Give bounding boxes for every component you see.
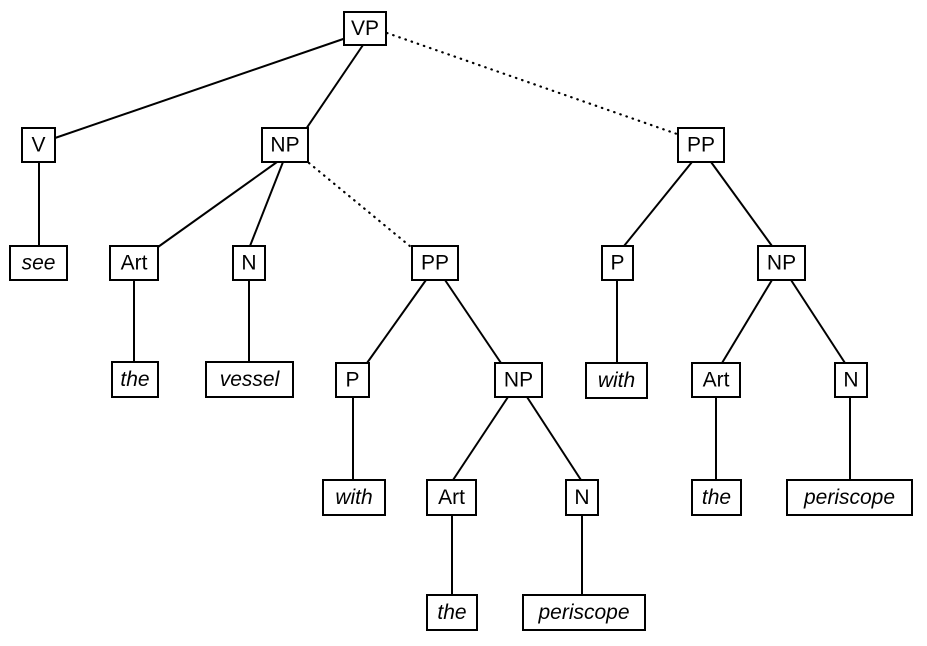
node-box-vp	[343, 11, 387, 46]
node-box-vessel	[205, 361, 294, 398]
node-label-the_m: the	[437, 601, 466, 624]
node-box-pp_right	[677, 127, 725, 163]
node-label-the_r: the	[702, 486, 731, 509]
category-node-np_right[interactable]: NP	[757, 245, 806, 281]
tree-edge-pp_mid-to-np_mid	[444, 279, 502, 364]
node-label-see: see	[22, 252, 56, 275]
node-box-pp_mid	[411, 245, 459, 281]
leaf-node-see[interactable]: see	[9, 245, 68, 281]
node-box-p_mid	[335, 362, 370, 398]
node-label-with_r: with	[598, 369, 635, 392]
tree-edge-vp-to-v	[54, 36, 350, 139]
leaf-node-periscope_m[interactable]: periscope	[522, 594, 646, 631]
node-box-with_r	[585, 362, 648, 399]
edge-layer	[38, 31, 851, 595]
node-label-np_mid: NP	[504, 369, 533, 392]
node-label-n_r: N	[843, 369, 858, 392]
node-label-n1: N	[241, 252, 256, 275]
node-box-np1	[261, 127, 309, 163]
node-label-np_right: NP	[767, 252, 796, 275]
node-box-periscope_r	[786, 479, 913, 516]
tree-edge-vp-to-pp_right	[385, 31, 679, 136]
node-box-v	[21, 127, 56, 163]
category-node-art_r[interactable]: Art	[691, 362, 741, 398]
node-box-the_r	[691, 479, 742, 516]
node-box-art_r	[691, 362, 741, 398]
node-label-with_m: with	[335, 486, 372, 509]
category-node-p_right[interactable]: P	[601, 245, 634, 281]
tree-edge-np1-to-n1	[249, 161, 284, 247]
node-label-art_m: Art	[438, 486, 465, 509]
node-label-the1: the	[120, 368, 149, 391]
tree-edge-np_right-to-art_r	[721, 279, 773, 364]
node-label-v: V	[31, 134, 45, 157]
node-box-n_m	[565, 479, 599, 516]
node-box-art_m	[426, 479, 477, 516]
category-node-art_m[interactable]: Art	[426, 479, 477, 516]
leaf-node-the_r[interactable]: the	[691, 479, 742, 516]
category-node-vp[interactable]: VP	[343, 11, 387, 46]
leaf-node-with_r[interactable]: with	[585, 362, 648, 399]
leaf-node-the_m[interactable]: the	[426, 594, 478, 631]
node-label-periscope_r: periscope	[803, 486, 895, 509]
leaf-node-periscope_r[interactable]: periscope	[786, 479, 913, 516]
node-label-p_mid: P	[345, 369, 359, 392]
node-box-with_m	[322, 479, 386, 516]
node-box-n1	[232, 245, 266, 281]
node-box-np_mid	[494, 362, 543, 398]
node-box-p_right	[601, 245, 634, 281]
tree-edge-np_mid-to-n_m	[526, 396, 582, 481]
node-label-pp_mid: PP	[421, 252, 449, 275]
node-label-pp_right: PP	[687, 134, 715, 157]
category-node-n_m[interactable]: N	[565, 479, 599, 516]
node-box-np_right	[757, 245, 806, 281]
tree-edge-np_mid-to-art_m	[452, 396, 509, 481]
category-node-np1[interactable]: NP	[261, 127, 309, 163]
leaf-node-vessel[interactable]: vessel	[205, 361, 294, 398]
category-node-n_r[interactable]: N	[834, 362, 868, 398]
category-node-v[interactable]: V	[21, 127, 56, 163]
category-node-pp_right[interactable]: PP	[677, 127, 725, 163]
node-box-see	[9, 245, 68, 281]
category-node-pp_mid[interactable]: PP	[411, 245, 459, 281]
category-node-np_mid[interactable]: NP	[494, 362, 543, 398]
tree-edge-np_right-to-n_r	[790, 279, 846, 364]
node-box-n_r	[834, 362, 868, 398]
leaf-node-with_m[interactable]: with	[322, 479, 386, 516]
category-node-art1[interactable]: Art	[109, 245, 159, 281]
leaf-node-the1[interactable]: the	[111, 361, 159, 398]
category-node-p_mid[interactable]: P	[335, 362, 370, 398]
tree-edge-np1-to-art1	[157, 161, 278, 248]
node-label-vp: VP	[351, 17, 379, 40]
node-label-art1: Art	[121, 252, 148, 275]
node-label-n_m: N	[574, 486, 589, 509]
node-box-art1	[109, 245, 159, 281]
tree-edge-pp_mid-to-p_mid	[366, 279, 427, 364]
tree-edge-pp_right-to-np_right	[710, 161, 773, 247]
node-label-periscope_m: periscope	[537, 601, 629, 624]
node-label-p_right: P	[610, 252, 624, 275]
node-box-periscope_m	[522, 594, 646, 631]
category-node-n1[interactable]: N	[232, 245, 266, 281]
node-box-the1	[111, 361, 159, 398]
tree-edge-pp_right-to-p_right	[623, 161, 693, 247]
node-box-the_m	[426, 594, 478, 631]
node-label-vessel: vessel	[220, 368, 281, 391]
node-label-art_r: Art	[703, 369, 730, 392]
tree-edge-vp-to-np1	[305, 44, 364, 130]
node-label-np1: NP	[270, 134, 299, 157]
tree-edge-np1-to-pp_mid	[307, 161, 413, 249]
